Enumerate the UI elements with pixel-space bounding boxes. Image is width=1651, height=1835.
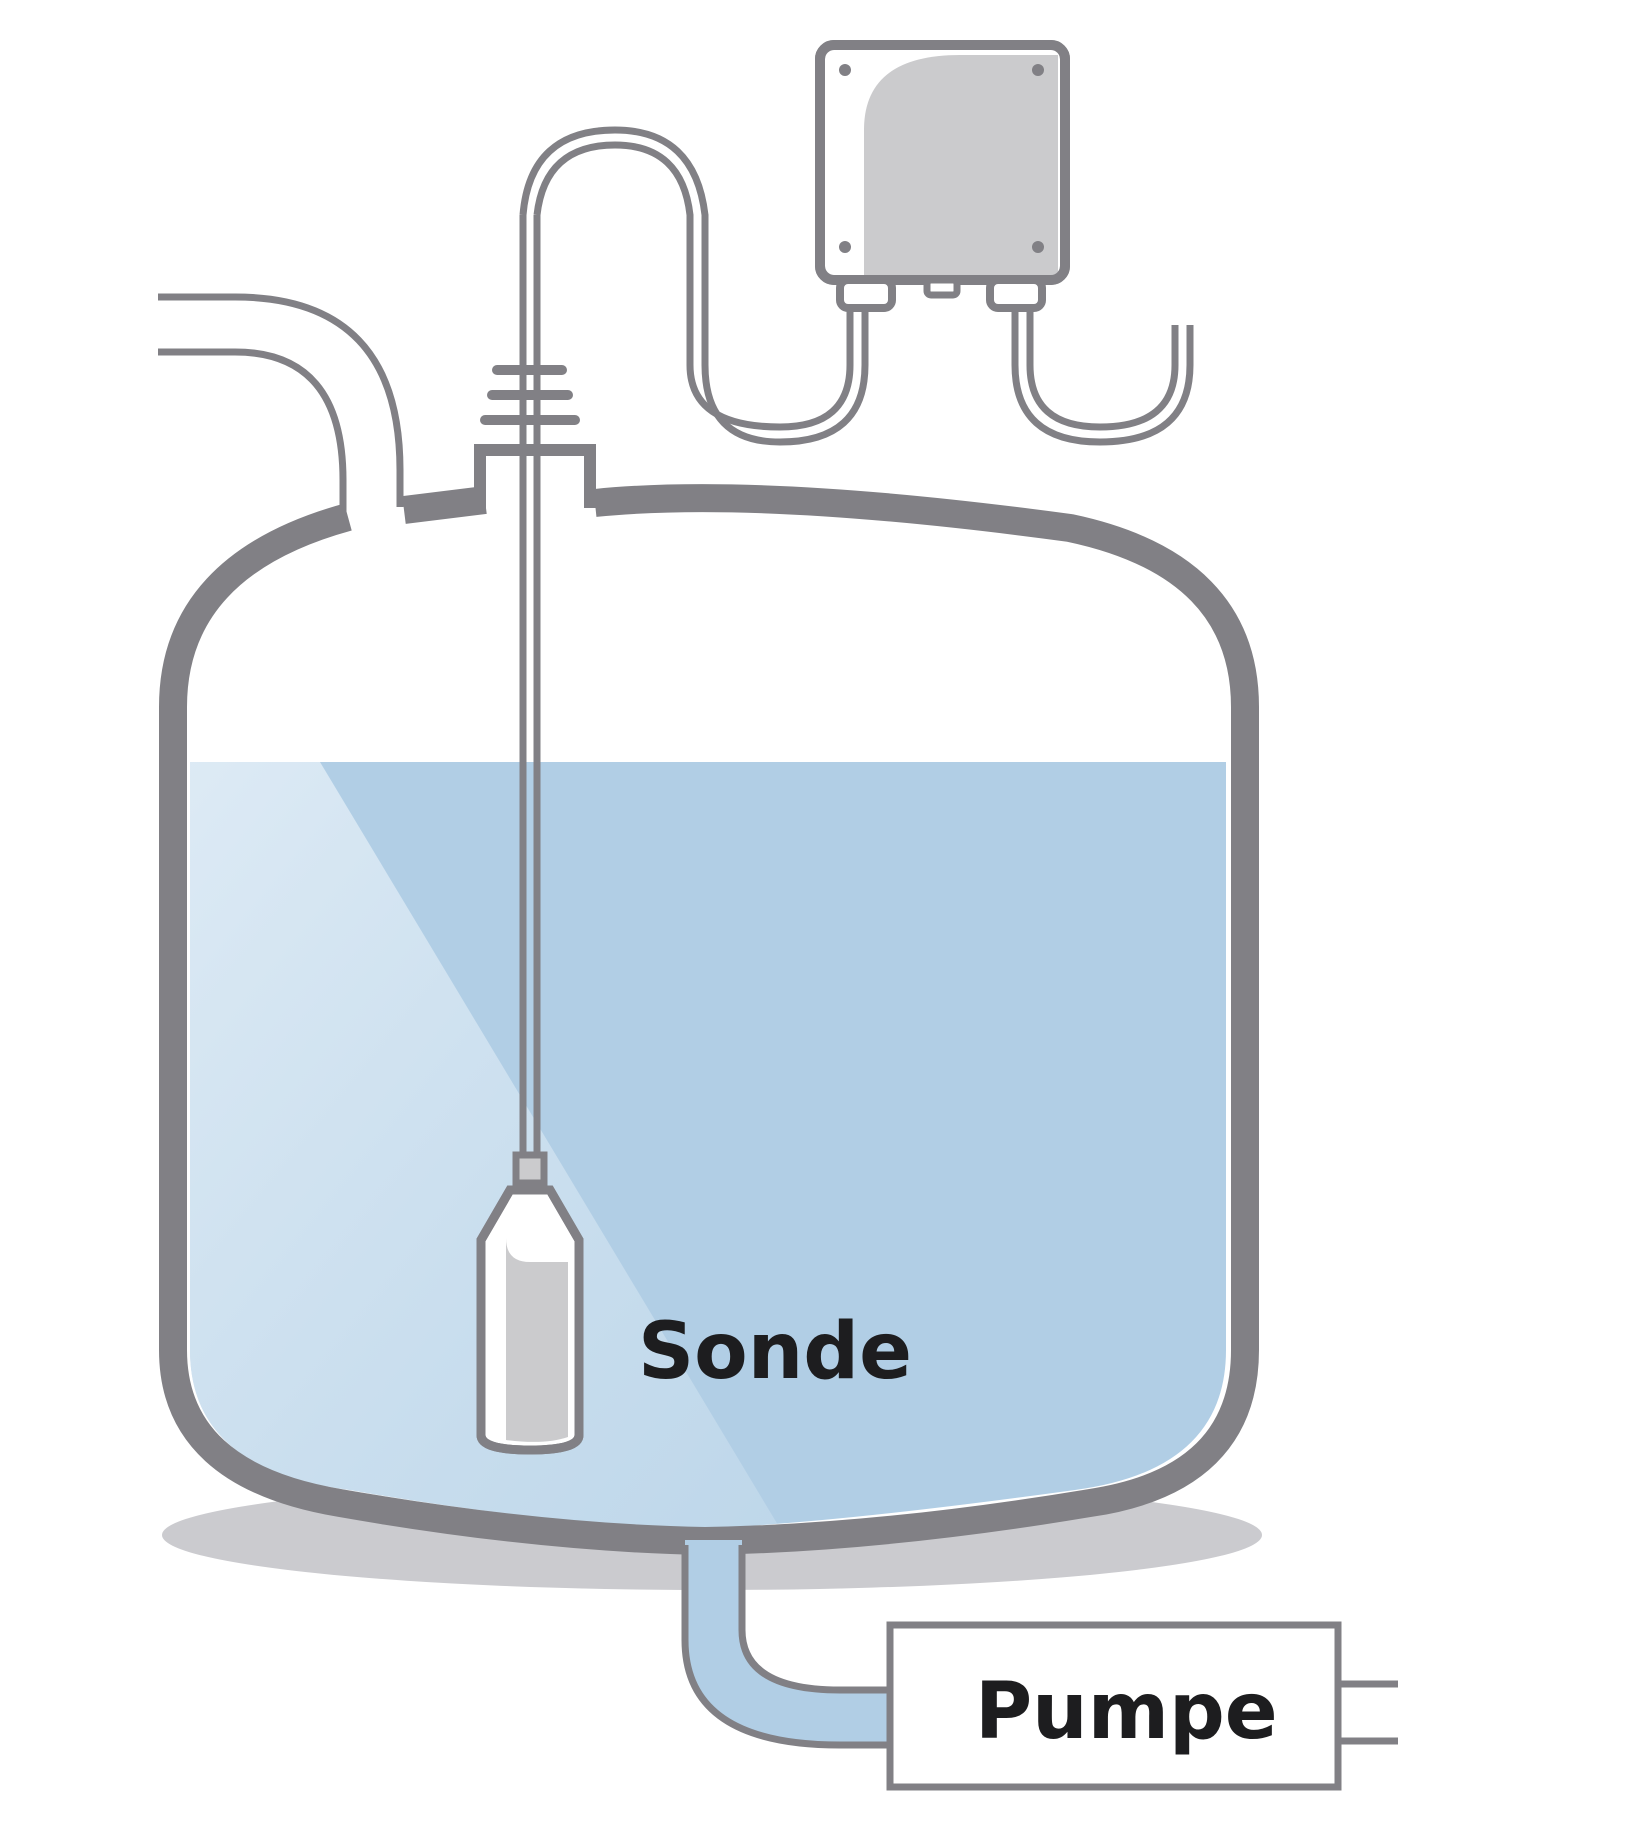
tank-outline <box>159 484 1259 1556</box>
tank <box>159 444 1259 1556</box>
water-glare <box>190 762 790 1528</box>
inlet-pipe <box>158 293 404 545</box>
control-box-outlet-cable <box>1011 300 1194 446</box>
cable-gland <box>480 365 580 425</box>
control-box <box>815 40 1070 312</box>
probe <box>476 1151 584 1455</box>
label-pumpe: Pumpe <box>975 1667 1278 1757</box>
pump <box>886 1621 1398 1791</box>
label-sonde: Sonde <box>638 1307 912 1397</box>
sensor-cable <box>519 126 869 1170</box>
outlet-pipe <box>681 1540 890 1749</box>
